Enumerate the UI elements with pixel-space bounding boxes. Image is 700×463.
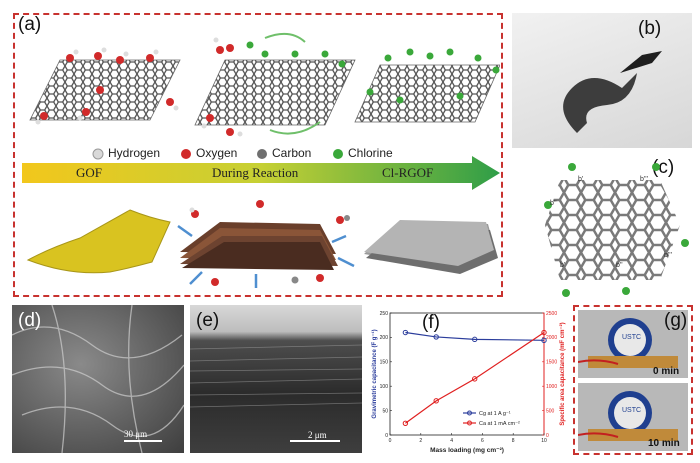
y-left-axis-label: Gravimetric capacitance (F g⁻¹) [371, 329, 378, 418]
y-right-tick-label: 2000 [546, 335, 557, 341]
time-10-min: 10 min [648, 438, 680, 449]
reaction-arrow [22, 156, 500, 190]
chlorine-groups [366, 48, 500, 104]
graphene-sheets [29, 32, 500, 137]
c-label-5: b'' [616, 262, 623, 269]
series-point-1 [472, 376, 478, 382]
oxygen-groups [35, 47, 179, 125]
panel-e-label: (e) [196, 310, 220, 331]
legend-entry-1: Ca at 1 mA cm⁻² [479, 421, 520, 427]
reaction-film [177, 200, 355, 288]
tweezers-icon [620, 51, 662, 73]
series-line-1 [405, 332, 545, 424]
gof-film [26, 209, 171, 274]
y-right-axis-label: Specific area capacitance (mF cm⁻²) [559, 322, 566, 425]
plot-frame [389, 312, 545, 436]
legend-carbon-icon [257, 149, 267, 159]
device-label-bottom: USTC [622, 407, 642, 414]
time-0-min: 0 min [653, 366, 680, 377]
x-tick-label: 4 [450, 438, 453, 444]
series-point-1 [541, 329, 547, 336]
gof-sheet [29, 59, 181, 121]
y-right-tick-label: 1500 [546, 360, 557, 366]
legend-chlorine: Chlorine [348, 146, 393, 160]
y-left-tick-label: 0 [385, 433, 388, 439]
panel-g-photo-top [577, 310, 688, 378]
c-label-4: b' [560, 262, 566, 269]
panel-g-frame [573, 305, 693, 455]
y-right-tick-label: 500 [546, 408, 555, 414]
series-point-1 [402, 420, 409, 426]
y-left-tick-label: 250 [380, 311, 389, 317]
x-tick-label: 10 [541, 438, 547, 444]
legend-entry-0: Cg at 1 A g⁻¹ [479, 411, 511, 417]
panel-a-label: (a) [18, 14, 42, 35]
stage-clrgof: Cl-RGOF [382, 165, 434, 180]
legend-oxygen: Oxygen [196, 146, 238, 160]
c-label-6: b''' [664, 252, 672, 259]
legend-chlorine-icon [333, 149, 343, 159]
c-label-3: b''' [640, 176, 648, 183]
panel-f-label: (f) [422, 312, 440, 333]
y-left-tick-label: 100 [380, 384, 389, 390]
legend-carbon: Carbon [272, 146, 312, 160]
y-left-tick-label: 50 [382, 408, 388, 414]
flexible-film [563, 73, 637, 133]
y-right-tick-label: 2500 [546, 311, 557, 317]
device-label-top: USTC [622, 334, 642, 341]
panel-b-photo [512, 13, 692, 148]
series-point-0 [472, 336, 478, 343]
reaction-sheet [194, 59, 356, 126]
panel-c-structure [544, 163, 689, 297]
legend-marker-0 [467, 410, 472, 416]
legend-marker-1 [467, 420, 472, 426]
stage-during: During Reaction [212, 165, 299, 180]
y-left-tick-label: 150 [380, 360, 389, 366]
stage-gof: GOF [76, 165, 103, 180]
scalebar-d: 30 μm [124, 429, 148, 439]
series-point-0 [402, 329, 409, 336]
clrgof-film [364, 220, 498, 274]
x-tick-label: 0 [389, 438, 392, 444]
series-point-0 [433, 334, 439, 340]
series-point-1 [433, 398, 439, 404]
panel-d-sem [12, 305, 184, 453]
panel-b-label: (b) [638, 18, 662, 39]
x-tick-label: 8 [512, 438, 515, 444]
y-left-tick-label: 200 [380, 335, 389, 341]
x-tick-label: 6 [481, 438, 484, 444]
film-illustrations [26, 200, 498, 288]
clrgof-sheet [354, 64, 500, 123]
series-line-0 [405, 331, 545, 341]
panel-c-label: (c) [652, 157, 675, 178]
panel-d-label: (d) [18, 310, 42, 331]
y-right-tick-label: 0 [546, 433, 549, 439]
scalebar-e: 2 μm [308, 430, 327, 440]
y-right-tick-label: 1000 [546, 384, 557, 390]
x-axis-label: Mass loading (mg cm⁻²) [430, 447, 504, 454]
c-label-2: b'' [550, 200, 557, 207]
panel-e-sem [190, 305, 362, 453]
panel-g-photo-bottom [577, 383, 688, 451]
legend-hydrogen-icon [92, 148, 104, 160]
c-label-1: b' [578, 176, 584, 183]
legend-hydrogen: Hydrogen [108, 146, 161, 160]
panel-g-label: (g) [664, 310, 688, 331]
legend-oxygen-icon [181, 149, 191, 159]
mixed-groups [201, 32, 346, 137]
series-point-0 [541, 337, 547, 344]
x-tick-label: 2 [419, 438, 422, 444]
panel-a-frame [13, 13, 503, 297]
